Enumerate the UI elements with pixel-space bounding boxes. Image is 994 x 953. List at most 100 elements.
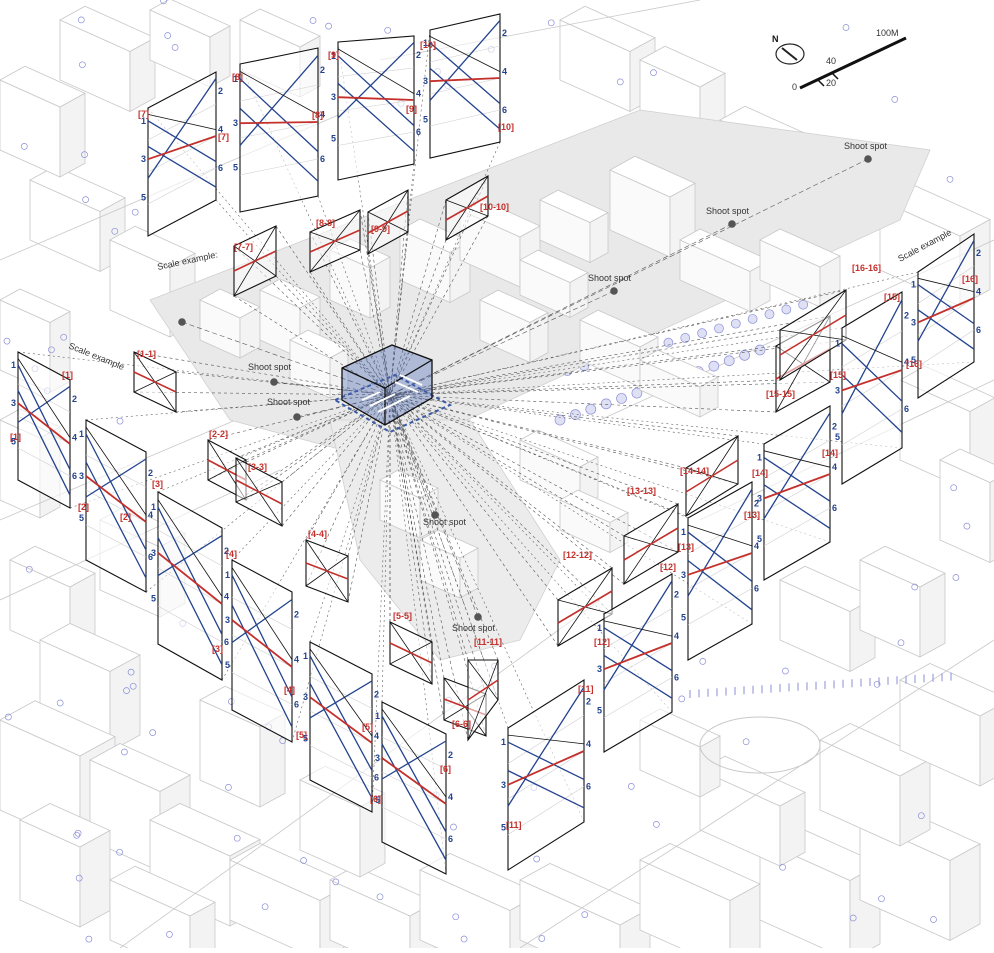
view-label: [5] — [296, 730, 307, 740]
panel-number: 5 — [681, 612, 686, 622]
view-label: [2] — [120, 512, 131, 522]
context-building — [330, 866, 435, 948]
building-side — [950, 844, 980, 941]
context-building — [940, 449, 994, 563]
scale-label-0: 0 — [792, 82, 797, 92]
section-label: [2-2] — [209, 429, 228, 439]
view-label: [3] — [152, 479, 163, 489]
shoot-spot-dot — [474, 613, 482, 621]
context-tree — [86, 936, 92, 942]
panel-number: 4 — [674, 631, 679, 641]
section-frame — [134, 352, 176, 412]
section-frame — [306, 540, 348, 602]
panel-number: 6 — [502, 105, 507, 115]
panel-number: 4 — [586, 739, 591, 749]
context-building — [150, 0, 230, 87]
view-label: [4] — [284, 685, 295, 695]
panel-number: 6 — [754, 584, 759, 594]
context-tree — [385, 27, 391, 33]
view-label: [16] — [906, 359, 922, 369]
scale-bar-tick — [818, 80, 824, 86]
shoot-spot-dot — [293, 413, 301, 421]
view-label: [12] — [660, 562, 676, 572]
panel-number: 5 — [597, 706, 602, 716]
context-tree — [301, 858, 307, 864]
panel-number: 3 — [757, 493, 762, 503]
view-label: [8] — [312, 110, 323, 120]
context-tree — [679, 696, 685, 702]
tree — [765, 310, 774, 319]
panel-number: 1 — [757, 453, 762, 463]
view-panel: 123456 — [233, 48, 325, 212]
panel-number: 2 — [976, 248, 981, 258]
panel-number: 2 — [448, 750, 453, 760]
compass-north-label: N — [772, 34, 779, 44]
panel-number: 6 — [586, 782, 591, 792]
section-label: [10-10] — [480, 202, 509, 212]
view-label: [1] — [62, 370, 73, 380]
section-label: [4-4] — [308, 529, 327, 539]
shoot-spot-dot — [728, 220, 736, 228]
shoot-spot-label: Shoot spot — [844, 141, 888, 151]
view-label: [15] — [884, 292, 900, 302]
panel-number: 1 — [303, 651, 308, 661]
view-panel: 123456 — [375, 702, 453, 874]
panel-number: 4 — [976, 287, 981, 297]
panel-number: 4 — [448, 792, 453, 802]
section-label: [15-15] — [766, 389, 795, 399]
panel-number: 3 — [151, 548, 156, 558]
tree — [681, 333, 690, 342]
section-label: [9-9] — [371, 224, 390, 234]
view-label: [7] — [218, 132, 229, 142]
context-tree — [653, 821, 659, 827]
panel-number: 3 — [233, 118, 238, 128]
building-side — [60, 93, 85, 177]
section-label: [13-13] — [627, 486, 656, 496]
panel-number: 2 — [148, 468, 153, 478]
tree — [714, 324, 723, 333]
shoot-spot-dot — [610, 287, 618, 295]
context-tree — [548, 20, 554, 26]
view-label: [2] — [78, 502, 89, 512]
panel-number: 2 — [374, 690, 379, 700]
section-label: [3-3] — [248, 462, 267, 472]
context-tree — [843, 25, 849, 31]
panel-number: 6 — [674, 673, 679, 683]
view-label: [14] — [822, 448, 838, 458]
panel-number: 4 — [502, 67, 507, 77]
tree — [782, 305, 791, 314]
view-panel-border — [338, 36, 414, 180]
section-frame — [624, 504, 678, 584]
view-label: [12] — [594, 637, 610, 647]
tree — [755, 345, 765, 355]
section-label: [6-6] — [452, 719, 471, 729]
tree — [570, 410, 580, 420]
panel-number: 4 — [832, 462, 837, 472]
shoot-spot-label: Shoot spot — [452, 623, 496, 633]
panel-number: 5 — [835, 432, 840, 442]
panel-number: 3 — [11, 398, 16, 408]
panel-number: 5 — [79, 513, 84, 523]
panel-number: 3 — [331, 92, 336, 102]
shoot-spot-label: Shoot spot — [248, 362, 292, 372]
panel-number: 5 — [233, 163, 238, 173]
view-label: [9] — [406, 104, 417, 114]
shoot-spot-dot — [178, 318, 186, 326]
view-panel: 123456 — [423, 14, 507, 158]
context-tree — [700, 658, 706, 664]
view-label: [13] — [744, 510, 760, 520]
tree — [586, 404, 596, 414]
building-side — [80, 831, 110, 928]
shoot-spot-label: Shoot spot — [423, 517, 467, 527]
scale-example-label: Scale example — [67, 341, 125, 372]
panel-number: 3 — [141, 154, 146, 164]
panel-number: 2 — [586, 696, 591, 706]
tree — [724, 356, 734, 366]
section-label: [11-11] — [474, 637, 502, 647]
panel-number: 1 — [11, 360, 16, 370]
section-label: [12-12] — [563, 550, 592, 560]
panel-number: 2 — [72, 394, 77, 404]
panel-number: 4 — [224, 591, 229, 601]
panel-number: 6 — [976, 325, 981, 335]
